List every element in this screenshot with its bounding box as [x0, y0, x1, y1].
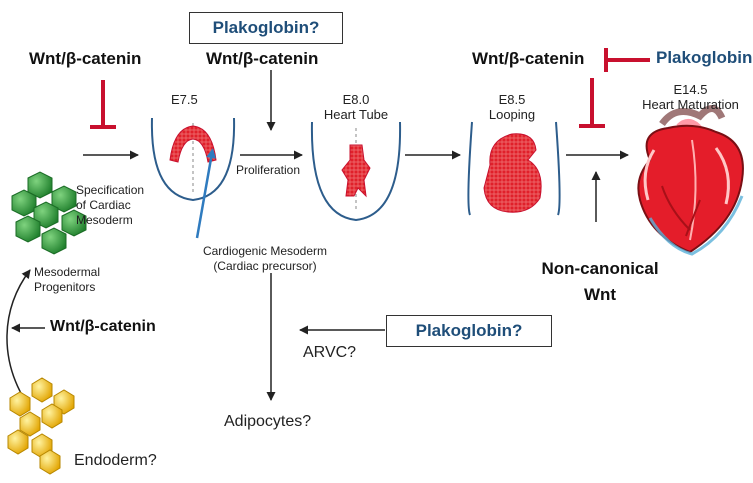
- mesodermal-line2: Progenitors: [34, 280, 96, 294]
- mesodermal-progenitor-cells: [11, 171, 87, 255]
- arrow-endoderm-to-mesoderm: [6, 269, 31, 403]
- cardiogenic-line2: (Cardiac precursor): [213, 259, 317, 273]
- mesodermal-progenitors-label: Mesodermal Progenitors: [34, 265, 100, 295]
- wnt-bottom-left-label: Wnt/β-catenin: [50, 318, 156, 335]
- endoderm-label: Endoderm?: [74, 452, 157, 469]
- wnt-right-label: Wnt/β-catenin: [472, 49, 585, 68]
- plakoglobin-middle-label: Plakoglobin?: [415, 321, 523, 340]
- plakoglobin-middle-box: Plakoglobin?: [386, 315, 552, 347]
- stage-e80-name: Heart Tube: [323, 106, 389, 122]
- endoderm-cells: [7, 377, 75, 475]
- stage-e80-age: E8.0: [342, 92, 370, 107]
- stage-e85-name: Looping: [488, 106, 536, 122]
- mature-heart: [637, 105, 744, 256]
- specification-line2: of Cardiac: [76, 198, 131, 212]
- cardiac-crescent: [169, 125, 217, 163]
- plakoglobin-right-label: Plakoglobin?: [656, 48, 753, 67]
- arvc-label: ARVC?: [303, 344, 357, 361]
- non-canonical-line1: Non-canonical: [541, 259, 659, 278]
- stage-e85-age: E8.5: [498, 92, 526, 107]
- stage-e75-label: E7.5: [171, 92, 198, 107]
- stage-e145-label: E14.5 Heart Maturation: [628, 82, 753, 113]
- specification-line3: Mesoderm: [76, 213, 133, 227]
- specification-label: Specification of Cardiac Mesoderm: [76, 183, 144, 228]
- wnt-top-label: Wnt/β-catenin: [206, 49, 319, 68]
- heart-tube: [341, 144, 371, 198]
- non-canonical-line2: Wnt: [583, 285, 617, 304]
- specification-line1: Specification: [76, 183, 145, 197]
- cardiogenic-mesoderm-label: Cardiogenic Mesoderm (Cardiac precursor): [190, 244, 340, 274]
- stage-e85-label: E8.5 Looping: [460, 92, 564, 123]
- stage-e145-name: Heart Maturation: [642, 96, 739, 112]
- cardiogenic-line1: Cardiogenic Mesoderm: [202, 244, 328, 258]
- inhibition-plakoglobin-right: [604, 48, 650, 72]
- wnt-left-label: Wnt/β-catenin: [29, 49, 142, 68]
- stage-e145-age: E14.5: [673, 82, 708, 97]
- arrow-cardiogenic: [195, 148, 217, 239]
- non-canonical-wnt-label: Non-canonical Wnt: [538, 256, 662, 308]
- embryo-e75-outline: [150, 117, 236, 202]
- adipocytes-label: Adipocytes?: [224, 413, 312, 430]
- embryo-e80-outline: [310, 121, 402, 222]
- plakoglobin-top-label: Plakoglobin?: [212, 18, 320, 37]
- inhibition-left: [90, 80, 116, 129]
- stage-e80-label: E8.0 Heart Tube: [306, 92, 406, 123]
- plakoglobin-top-box: Plakoglobin?: [189, 12, 343, 44]
- looping-heart: [483, 133, 542, 213]
- proliferation-label: Proliferation: [236, 163, 301, 177]
- mesodermal-line1: Mesodermal: [34, 265, 101, 279]
- inhibition-right: [579, 78, 605, 128]
